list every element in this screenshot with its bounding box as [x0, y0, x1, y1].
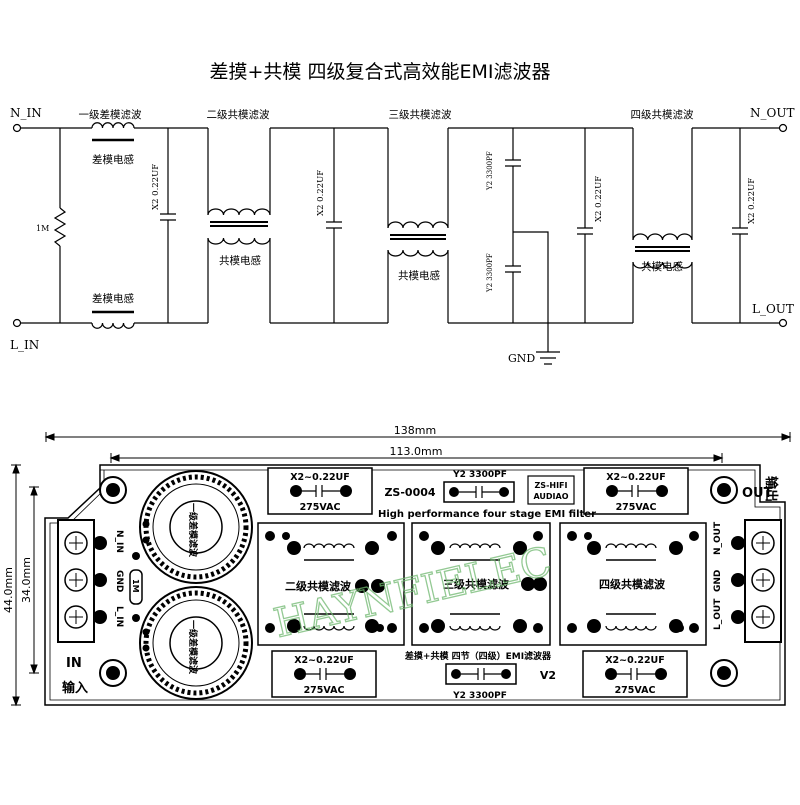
x2-cap-top-right-label: X2~0.22UF [606, 472, 666, 483]
l-in-terminal-icon [12, 318, 22, 328]
n-in-terminal-icon [12, 123, 22, 133]
resistor-icon [53, 207, 67, 247]
y2-cap-bottom-icon [505, 232, 521, 323]
x2-cap-2-label: X2 0.22UF [316, 170, 326, 216]
common-inductor-3-icon [632, 233, 693, 269]
terminal-gnd-in-label: GND [114, 570, 124, 592]
diff-inductor-bottom-label: 差模电感 [92, 292, 134, 305]
x2-cap-bottom-right-label: X2~0.22UF [605, 655, 665, 666]
ground-icon [536, 351, 560, 365]
x2-cap-box-bottom-right [582, 650, 688, 698]
brand-line2: AUDIAO [533, 492, 568, 501]
pcb-out-cn-label: 输出 [763, 476, 779, 502]
input-terminal-block [57, 519, 107, 643]
x2-cap-box-top-right [583, 467, 689, 515]
x2-cap-3-icon [577, 128, 593, 323]
stage2-schematic-label: 二级共模滤波 [207, 108, 270, 121]
x2-cap-box-bottom-left [271, 650, 377, 698]
stage1-schematic-label: 一级差模滤波 [79, 108, 142, 121]
pcb-resistor-icon [129, 552, 143, 622]
toroid-top-icon [139, 470, 253, 584]
terminal-l-in-label: L_IN [114, 606, 124, 627]
mounting-holes [99, 476, 738, 687]
pcb-vias [142, 520, 150, 652]
dimensions [11, 432, 792, 707]
x2-cap-top-right-voltage: 275VAC [616, 502, 657, 513]
stage3-box [411, 522, 551, 646]
x2-cap-1-icon [160, 128, 176, 323]
diff-inductor-top-icon [91, 122, 135, 129]
y2-cap-top-label: Y2 3300PF [486, 151, 494, 191]
n-out-terminal-icon [778, 123, 788, 133]
x2-cap-top-left-voltage: 275VAC [300, 502, 341, 513]
resistor-label: 1M [36, 224, 49, 233]
y2-cap-box-bottom [445, 663, 517, 685]
stage4-schematic-label: 四级共模滤波 [631, 108, 694, 121]
toroid-top-label: 一级差模滤波 [187, 503, 199, 558]
x2-cap-4-label: X2 0.22UF [747, 178, 757, 224]
stage3-label: 三级共模滤波 [443, 577, 510, 591]
y2-cap-top-label: Y2 3300PF [452, 470, 507, 480]
common-inductor-1-icon [207, 208, 271, 245]
x2-cap-bottom-left-voltage: 275VAC [304, 685, 345, 696]
dim-height-inner: 34.0mm [20, 557, 33, 603]
l-out-label: L_OUT [752, 302, 794, 316]
common-inductor-2-icon [387, 221, 449, 257]
stage2-box [257, 522, 405, 646]
figure-title: 差摸+共模 四级复合式高效能EMI滤波器 [210, 61, 551, 83]
y2-cap-box-top [443, 481, 515, 503]
common-inductor-3-label: 共模电感 [641, 260, 683, 273]
pcb-in-cn-label: 输入 [62, 680, 88, 696]
terminal-gnd-out-label: GND [713, 570, 723, 592]
dim-width-outer: 138mm [394, 424, 436, 437]
dim-height-outer: 44.0mm [2, 567, 15, 613]
n-in-label: N_IN [10, 106, 42, 120]
x2-cap-bottom-right-voltage: 275VAC [615, 685, 656, 696]
common-inductor-1-label: 共模电感 [219, 254, 261, 267]
l-in-label: L_IN [10, 338, 39, 352]
toroid-bottom-icon [139, 586, 253, 700]
pcb-in-label: IN [66, 656, 82, 671]
dim-width-inner: 113.0mm [390, 445, 443, 458]
pcb-resistor-label: 1M [131, 579, 140, 593]
l-out-terminal-icon [778, 318, 788, 328]
x2-cap-1-label: X2 0.22UF [151, 164, 161, 210]
terminal-n-out-label: N_OUT [713, 521, 723, 555]
stage3-schematic-label: 三级共模滤波 [389, 108, 452, 121]
x2-cap-2-icon [326, 128, 342, 323]
x2-cap-box-top-left [267, 467, 373, 515]
schematic [12, 123, 788, 365]
x2-cap-bottom-left-label: X2~0.22UF [294, 655, 354, 666]
y2-cap-bottom-label: Y2 3300PF [452, 691, 507, 701]
pcb-bottom-text: 差摸+共模 四节（四级）EMI滤波器 [405, 650, 552, 662]
stage4-label: 四级共模滤波 [599, 577, 666, 591]
gnd-label: GND [508, 352, 535, 365]
x2-cap-top-left-label: X2~0.22UF [290, 472, 350, 483]
n-out-label: N_OUT [750, 106, 794, 120]
coils [91, 122, 693, 329]
common-inductor-2-label: 共模电感 [398, 269, 440, 282]
schematic-labels: N_IN L_IN N_OUT L_OUT GND 一级差模滤波 二级共模滤波 … [10, 106, 794, 365]
toroid-bottom-label: 一级差模滤波 [187, 620, 199, 675]
brand-box [527, 475, 575, 505]
x2-cap-4-icon [732, 128, 748, 323]
y2-cap-top-icon [505, 128, 521, 232]
y2-cap-bottom-label: Y2 3300PF [486, 253, 494, 293]
pcb-version: V2 [540, 669, 556, 682]
pcb-subtitle: High performance four stage EMI filter [378, 509, 596, 520]
pcb-out-label: OUT [742, 486, 773, 501]
stage2-label: 二级共模滤波 [285, 579, 352, 593]
diff-inductor-bottom-icon [91, 322, 135, 329]
terminal-l-out-label: L_OUT [713, 598, 723, 630]
brand-line1: ZS-HIFI [535, 481, 568, 490]
pcb-model: ZS-0004 [384, 486, 435, 499]
output-terminal-block [731, 519, 782, 643]
x2-cap-3-label: X2 0.22UF [594, 176, 604, 222]
diff-inductor-top-label: 差模电感 [92, 153, 134, 166]
terminal-n-in-label: N_IN [114, 530, 124, 553]
stage4-box [559, 522, 707, 646]
